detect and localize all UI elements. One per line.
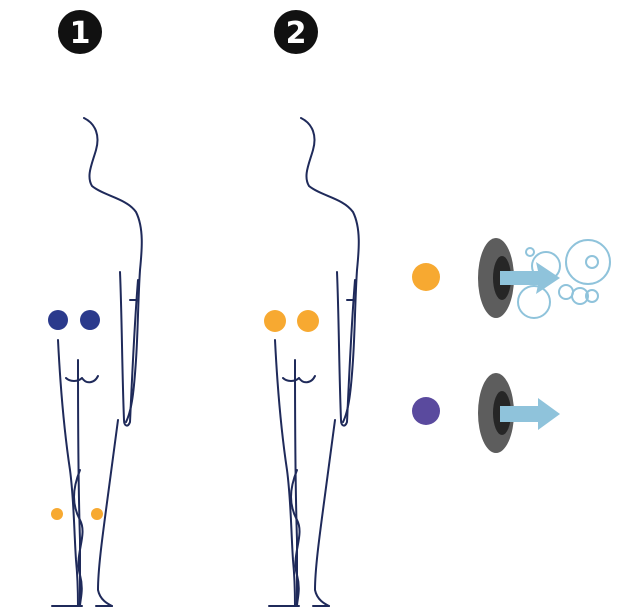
orange-dot-1 <box>264 310 286 332</box>
legend-orange-dot <box>412 263 440 291</box>
navy-dot-1 <box>48 310 68 330</box>
orange-knee-dot-1 <box>51 508 63 520</box>
body-figure-2 <box>268 117 360 607</box>
buttock-line <box>282 375 316 384</box>
calf-line <box>73 469 84 607</box>
orange-dot-2 <box>297 310 319 332</box>
navy-dot-2 <box>80 310 100 330</box>
step-badge-1: 1 <box>58 10 102 54</box>
step-badge-2: 2 <box>274 10 318 54</box>
body-back-outline <box>83 117 143 423</box>
valve-arrow-icon <box>478 373 560 453</box>
arm-outline <box>336 271 356 427</box>
leg-right-outline <box>314 419 336 607</box>
valve-bubbles-icon <box>478 238 611 319</box>
leg-left-outline <box>274 339 296 607</box>
leg-left-outline <box>57 339 79 607</box>
calf-line <box>290 469 301 607</box>
buttock-line <box>65 375 99 384</box>
leg-right-outline <box>97 419 119 607</box>
step-label-2: 2 <box>286 16 307 51</box>
arm-outline <box>119 271 139 427</box>
body-back-outline <box>300 117 360 423</box>
orange-knee-dot-2 <box>91 508 103 520</box>
legend-purple-dot <box>412 397 440 425</box>
step-label-1: 1 <box>70 16 91 51</box>
body-figure-1 <box>51 117 143 607</box>
